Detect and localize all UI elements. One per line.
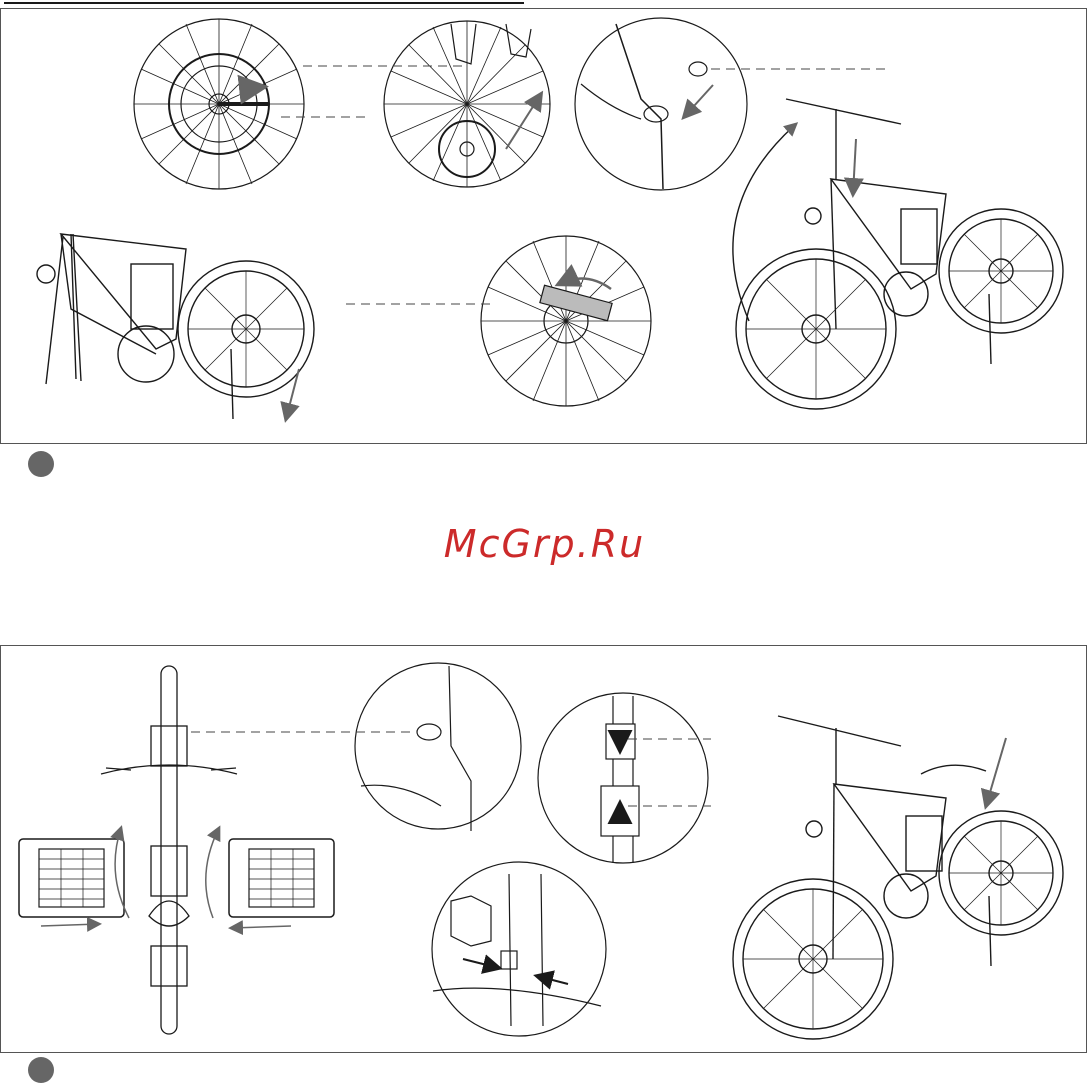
- front-wheel-illustration: [1, 9, 1088, 445]
- pedal-right: [229, 839, 334, 917]
- step-panel-pedals-seat: [0, 645, 1087, 1053]
- header-rule: [4, 2, 524, 4]
- pedal-left: [19, 839, 124, 917]
- bike-assembled: [733, 716, 1063, 1039]
- bike-frame-without-front-wheel: [37, 234, 314, 419]
- step-panel-front-wheel: [0, 8, 1087, 444]
- watermark-text: McGrp.Ru: [0, 522, 1089, 566]
- bike-with-front-wheel: [736, 99, 1063, 409]
- detail-circle-seat-clamp: [432, 862, 606, 1036]
- detail-circle-frame-hole: [355, 663, 521, 831]
- pedals-seat-illustration: [1, 646, 1088, 1054]
- detail-circle-seatpost-marks: [538, 693, 708, 863]
- detail-circle-lever: [481, 236, 651, 406]
- detail-circle-axle-nut: [575, 18, 747, 190]
- detail-circle-disc-hub: [134, 19, 304, 189]
- bike-top-view: [101, 666, 237, 1034]
- step-marker-1: [28, 451, 54, 477]
- detail-circle-wheel-install: [384, 21, 550, 187]
- step-marker-2: [28, 1057, 54, 1083]
